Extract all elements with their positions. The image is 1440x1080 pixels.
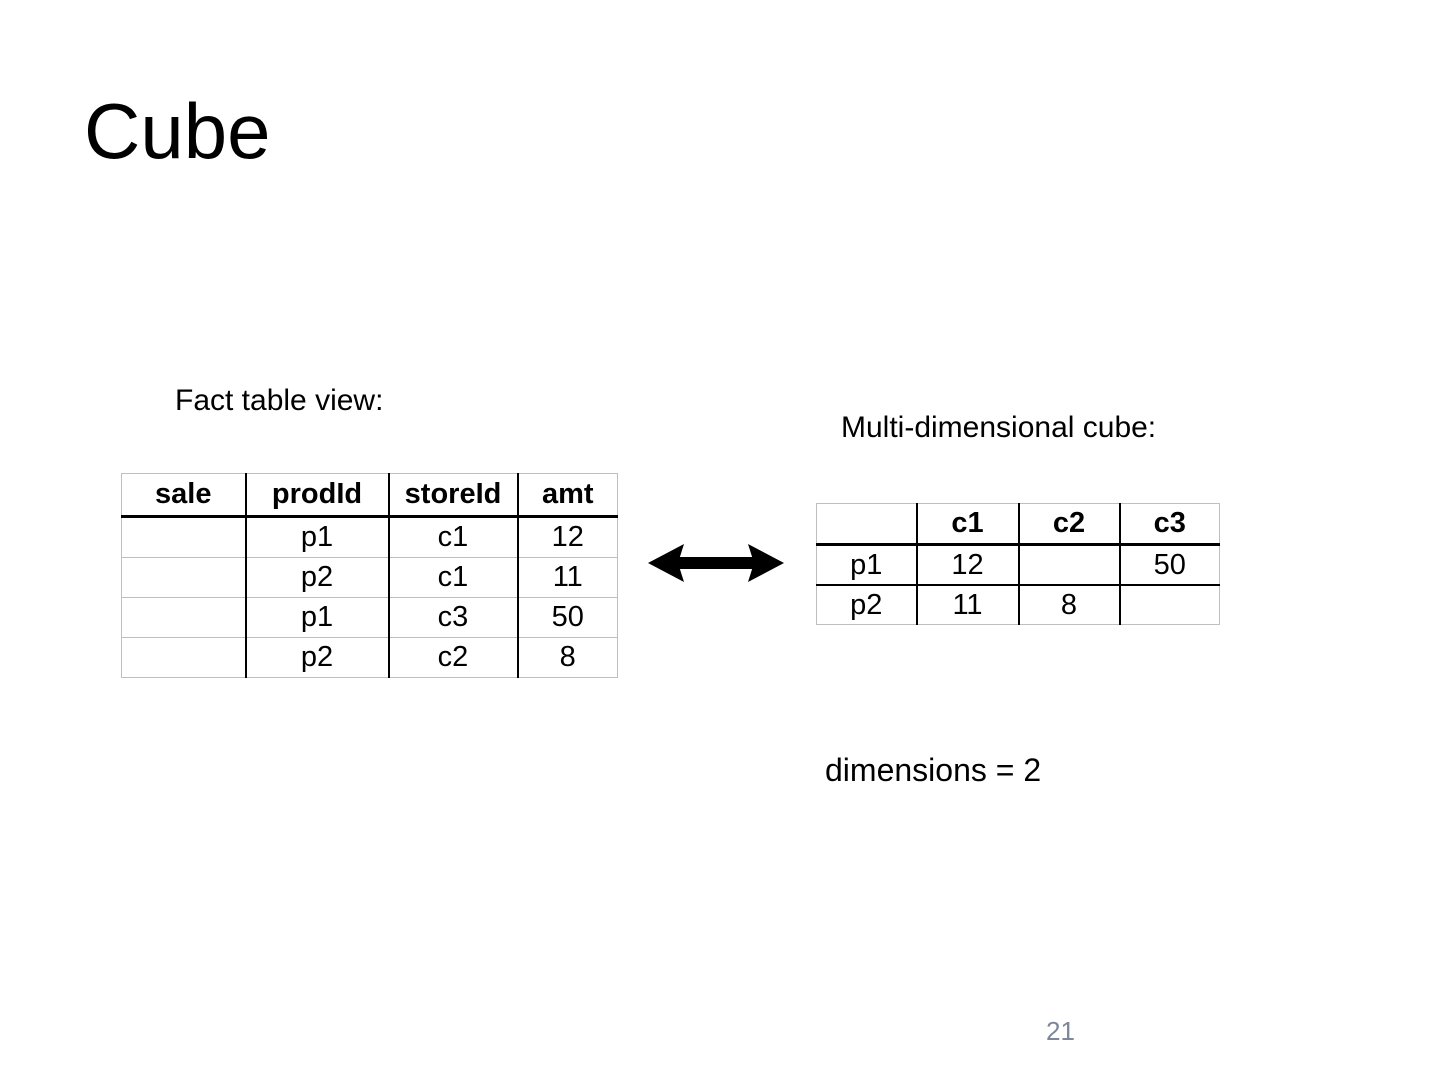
table-row: p2 c1 11 [121,557,618,598]
double-headed-arrow-icon [648,544,784,582]
fact-cell-storeid: c1 [388,557,519,598]
fact-table-caption: Fact table view: [175,384,384,417]
fact-cell-prodid: p2 [245,557,390,598]
table-row: p1 c1 12 [121,516,618,558]
cube-row-header-p2: p2 [816,585,918,625]
fact-col-header-storeid: storeId [388,473,519,518]
table-row: p2 c2 8 [121,637,618,678]
cube-table: c1 c2 c3 p1 12 50 p2 11 8 [816,503,1220,625]
fact-cell-sale [121,557,247,598]
page-number: 21 [1046,1016,1075,1046]
fact-cell-prodid: p1 [245,516,390,558]
fact-cell-storeid: c3 [388,597,519,638]
cube-cell-p2-c3 [1119,585,1220,625]
fact-col-header-prodid: prodId [245,473,390,518]
cube-cell-p1-c1: 12 [916,544,1020,586]
fact-cell-sale [121,597,247,638]
page-title: Cube [84,87,271,175]
cube-row-header-p1: p1 [816,544,918,586]
dimensions-note: dimensions = 2 [825,752,1042,788]
cube-cell-p1-c2 [1018,544,1121,586]
table-row: p1 12 50 [816,544,1220,586]
cube-col-header-c3: c3 [1119,503,1220,546]
cube-col-header-corner [816,503,918,546]
cube-col-header-c1: c1 [916,503,1020,546]
fact-cell-sale [121,516,247,558]
fact-cell-amt: 50 [517,597,618,638]
fact-cell-amt: 12 [517,516,618,558]
fact-col-header-sale: sale [121,473,247,518]
cube-cell-p2-c1: 11 [916,585,1020,625]
fact-cell-prodid: p2 [245,637,390,678]
fact-col-header-amt: amt [517,473,618,518]
cube-table-header-row: c1 c2 c3 [816,503,1220,546]
fact-table-header-row: sale prodId storeId amt [121,473,618,518]
fact-cell-storeid: c1 [388,516,519,558]
cube-col-header-c2: c2 [1018,503,1121,546]
fact-cell-storeid: c2 [388,637,519,678]
table-row: p2 11 8 [816,585,1220,625]
cube-table-caption: Multi-dimensional cube: [841,411,1157,444]
fact-table: sale prodId storeId amt p1 c1 12 p2 c1 1… [121,473,618,678]
fact-cell-sale [121,637,247,678]
fact-cell-prodid: p1 [245,597,390,638]
cube-cell-p1-c3: 50 [1119,544,1220,586]
fact-cell-amt: 8 [517,637,618,678]
table-row: p1 c3 50 [121,597,618,638]
cube-cell-p2-c2: 8 [1018,585,1121,625]
fact-cell-amt: 11 [517,557,618,598]
